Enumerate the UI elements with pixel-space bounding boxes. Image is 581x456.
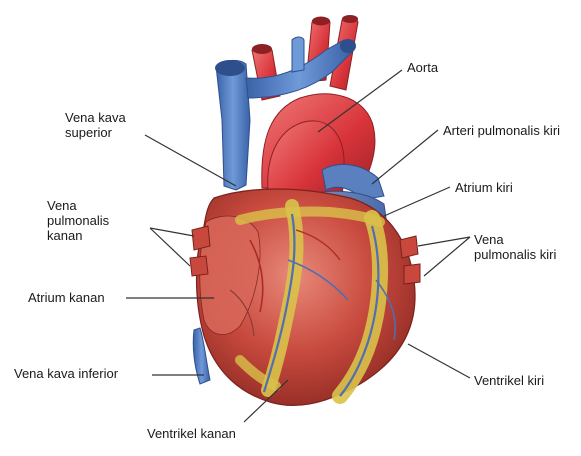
left-pulmonary-vein-lower: [404, 264, 420, 284]
right-pulmonary-vein-upper: [192, 226, 210, 250]
left-pulmonary-vein-upper: [400, 236, 418, 258]
label-vena-pulmonalis-kanan-line3: kanan: [47, 228, 109, 243]
label-vena-pulmonalis-kiri-line1: Vena: [474, 232, 556, 247]
label-vena-pulmonalis-kanan-line1: Vena: [47, 198, 109, 213]
label-atrium-kiri: Atrium kiri: [455, 180, 513, 195]
label-aorta-text: Aorta: [407, 60, 438, 75]
label-atrium-kiri-text: Atrium kiri: [455, 180, 513, 195]
label-vena-pulmonalis-kiri-line2: pulmonalis kiri: [474, 247, 556, 262]
label-vena-kava-superior-line1: Vena kava: [65, 110, 126, 125]
superior-vena-cava-opening: [215, 60, 245, 76]
label-vena-pulmonalis-kanan-line2: pulmonalis: [47, 213, 109, 228]
label-vena-kava-inferior: Vena kava inferior: [14, 366, 118, 381]
label-ventrikel-kiri: Ventrikel kiri: [474, 373, 544, 388]
label-vena-pulmonalis-kanan: Vena pulmonalis kanan: [47, 198, 109, 243]
label-vena-kava-superior: Vena kava superior: [65, 110, 126, 140]
label-atrium-kanan: Atrium kanan: [28, 290, 105, 305]
label-ventrikel-kanan-text: Ventrikel kanan: [147, 426, 236, 441]
label-arteri-pulmonalis-kiri-text: Arteri pulmonalis kiri: [443, 123, 560, 138]
label-atrium-kanan-text: Atrium kanan: [28, 290, 105, 305]
label-aorta: Aorta: [407, 60, 438, 75]
label-ventrikel-kanan: Ventrikel kanan: [147, 426, 236, 441]
superior-vena-cava: [216, 60, 250, 190]
label-vena-kava-inferior-text: Vena kava inferior: [14, 366, 118, 381]
label-vena-kava-superior-line2: superior: [65, 125, 126, 140]
label-arteri-pulmonalis-kiri: Arteri pulmonalis kiri: [443, 123, 560, 138]
label-vena-pulmonalis-kiri: Vena pulmonalis kiri: [474, 232, 556, 262]
right-pulmonary-vein-lower: [190, 256, 208, 276]
label-ventrikel-kiri-text: Ventrikel kiri: [474, 373, 544, 388]
